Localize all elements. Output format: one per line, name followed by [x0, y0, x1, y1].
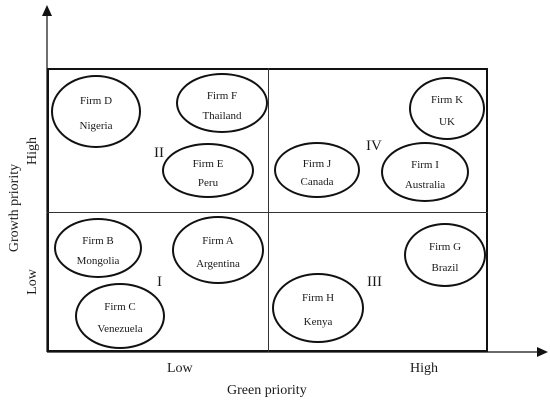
firm-d-ellipse: Firm D Nigeria: [51, 75, 141, 148]
firm-f-country: Thailand: [202, 109, 242, 122]
x-axis-arrow: [537, 347, 548, 357]
firm-j-ellipse: Firm J Canada: [274, 142, 360, 198]
firm-f-name: Firm F: [206, 89, 238, 102]
firm-k-name: Firm K: [430, 94, 464, 107]
firm-h-country: Kenya: [303, 315, 333, 328]
firm-b-country: Mongolia: [76, 254, 120, 267]
y-high-label: High: [25, 137, 40, 165]
firm-i-name: Firm I: [411, 158, 439, 171]
firm-h-name: Firm H: [301, 292, 335, 305]
firm-c-country: Venezuela: [97, 323, 143, 336]
x-low-label: Low: [167, 361, 193, 376]
y-low-label: Low: [25, 269, 40, 295]
firm-k-ellipse: Firm K UK: [409, 77, 485, 140]
firm-k-country: UK: [439, 115, 455, 128]
matrix-frame: [47, 68, 488, 352]
matrix-horizontal-divider: [47, 212, 488, 213]
firm-c-name: Firm C: [104, 301, 136, 314]
firm-a-country: Argentina: [196, 257, 240, 270]
firm-c-ellipse: Firm C Venezuela: [75, 283, 165, 349]
firm-i-ellipse: Firm I Australia: [381, 142, 469, 202]
firm-d-name: Firm D: [79, 94, 113, 107]
firm-b-ellipse: Firm B Mongolia: [54, 218, 142, 278]
quadrant-label-I: I: [157, 274, 162, 290]
firm-i-country: Australia: [404, 178, 446, 191]
firm-e-name: Firm E: [192, 158, 224, 171]
firm-g-country: Brazil: [431, 262, 459, 275]
firm-a-name: Firm A: [202, 234, 234, 247]
x-high-label: High: [410, 361, 438, 376]
firm-d-country: Nigeria: [79, 119, 113, 132]
firm-g-name: Firm G: [428, 240, 462, 253]
y-axis-title: Growth priority: [7, 163, 22, 253]
firm-j-name: Firm J: [302, 157, 332, 170]
firm-j-country: Canada: [300, 176, 334, 189]
firm-f-ellipse: Firm F Thailand: [176, 73, 268, 133]
matrix-vertical-divider: [268, 68, 269, 352]
quadrant-label-III: III: [367, 274, 382, 290]
quadrant-label-IV: IV: [366, 138, 382, 154]
firm-e-country: Peru: [197, 176, 219, 189]
y-axis-arrow: [42, 5, 52, 16]
firm-g-ellipse: Firm G Brazil: [404, 223, 486, 287]
firm-h-ellipse: Firm H Kenya: [272, 273, 364, 343]
quadrant-label-II: II: [154, 145, 164, 161]
x-axis-title: Green priority: [227, 383, 307, 398]
firm-a-ellipse: Firm A Argentina: [172, 216, 264, 284]
firm-b-name: Firm B: [82, 234, 114, 247]
firm-e-ellipse: Firm E Peru: [162, 143, 254, 198]
